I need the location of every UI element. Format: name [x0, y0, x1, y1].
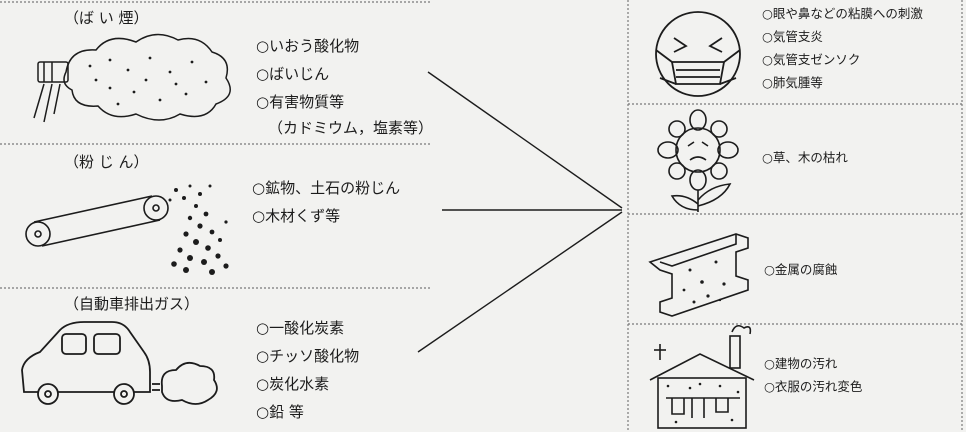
list-item: ○気管支ゼンソク — [762, 52, 861, 67]
list-item: ○ばいじん — [256, 65, 330, 83]
list-item: ○建物の汚れ — [764, 356, 838, 371]
arrow-from-exhaust — [417, 211, 623, 353]
list-item: ○衣服の汚れ変色 — [764, 379, 863, 394]
list-item: ○肺気腫等 — [762, 75, 823, 90]
exhaust-title: （自動車排出ガス） — [64, 295, 200, 313]
smoke-soot-note: （カドミウム，塩素等） — [268, 119, 434, 137]
converging-arrows — [417, 71, 623, 353]
list-item: ○チッソ酸化物 — [256, 347, 360, 365]
health-effects-list: ○眼や鼻などの粘膜への刺激 ○気管支炎 ○気管支ゼンソク ○肺気腫等 — [762, 6, 923, 98]
smoke-soot-list: ○いおう酸化物 ○ばいじん ○有害物質等 — [256, 36, 359, 120]
factory-smoke-icon — [33, 33, 231, 123]
plant-effects-list: ○草、木の枯れ — [762, 150, 848, 173]
dirty-house-icon — [649, 324, 755, 429]
list-item: ○炭化水素 — [256, 375, 330, 393]
exhaust-list: ○一酸化炭素 ○チッソ酸化物 ○炭化水素 ○鉛 等 — [256, 318, 359, 430]
list-item: ○いおう酸化物 — [256, 37, 360, 55]
list-item: ○鉛 等 — [256, 403, 304, 421]
wilting-flower-icon — [657, 109, 739, 212]
list-item: ○木材くず等 — [252, 207, 341, 225]
left-dividers — [0, 1, 432, 289]
corroded-metal-icon — [648, 233, 749, 317]
list-item: ○鉱物、土石の粉じん — [252, 179, 401, 197]
arrow-from-smoke — [427, 71, 623, 209]
list-item: ○金属の腐蝕 — [764, 262, 838, 277]
dust-list: ○鉱物、土石の粉じん ○木材くず等 — [252, 178, 400, 234]
metal-effects-list: ○金属の腐蝕 — [764, 262, 837, 285]
list-item: ○一酸化炭素 — [256, 319, 345, 337]
car-exhaust-icon — [21, 321, 218, 405]
smoke-soot-title: （ば い 煙） — [64, 9, 149, 27]
building-effects-list: ○建物の汚れ ○衣服の汚れ変色 — [764, 356, 862, 402]
list-item: ○有害物質等 — [256, 93, 345, 111]
list-item: ○眼や鼻などの粘膜への刺激 — [762, 6, 923, 21]
masked-face-icon — [655, 11, 741, 97]
conveyor-dust-icon — [25, 184, 229, 275]
dust-title: （粉 じ ん） — [64, 153, 149, 171]
list-item: ○気管支炎 — [762, 29, 823, 44]
right-boxes — [627, 0, 963, 432]
list-item: ○草、木の枯れ — [762, 150, 848, 165]
